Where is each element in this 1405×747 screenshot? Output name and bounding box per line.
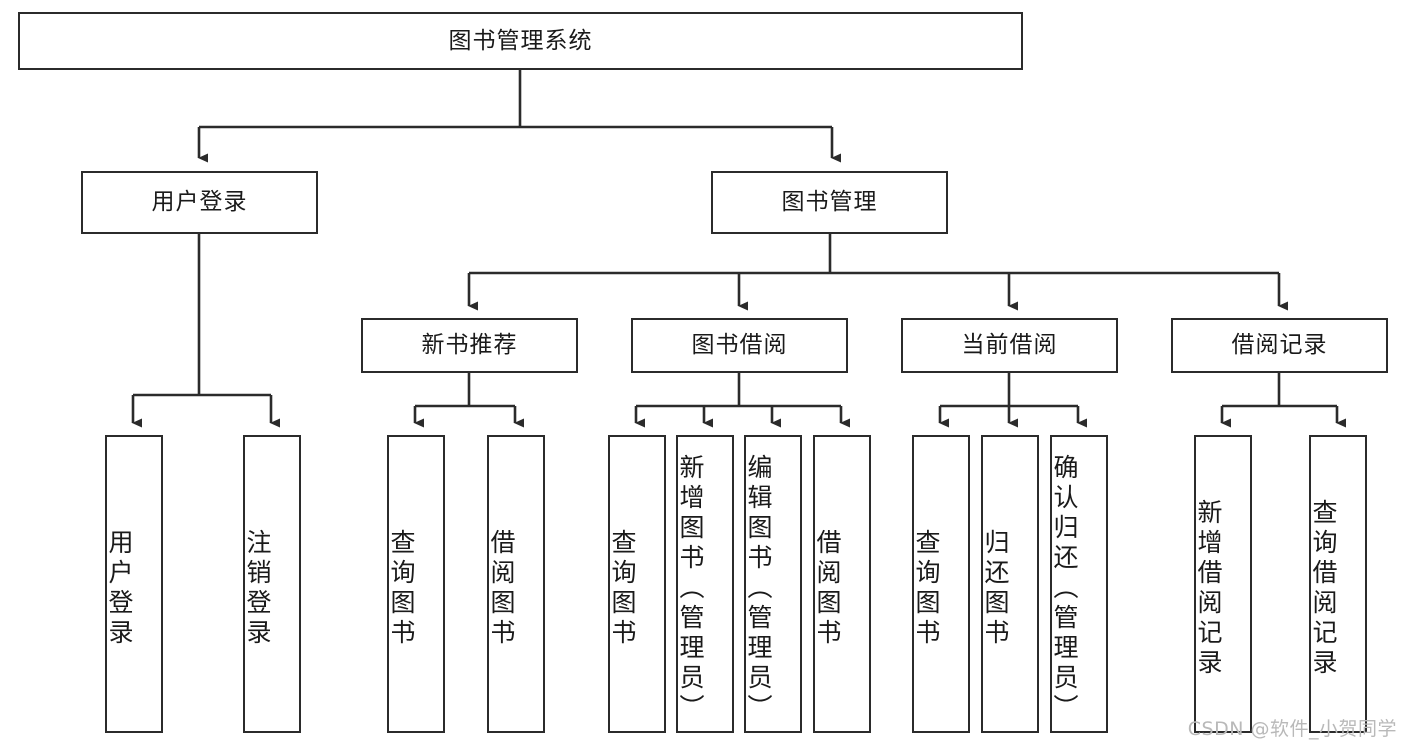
node-borrow-record[interactable]: 借阅记录 <box>1171 318 1388 373</box>
leaf-label: 查询图书 <box>608 529 637 649</box>
leaf-label: 用户登录 <box>105 529 134 649</box>
leaf-new-book-query-book[interactable]: 查询图书 <box>387 435 445 733</box>
node-label: 图书管理 <box>781 189 878 216</box>
node-label: 图书借阅 <box>691 332 788 359</box>
leaf-label: 注销登录 <box>243 529 272 649</box>
leaf-borrow-record-add-record[interactable]: 新增借阅记录 <box>1194 435 1252 733</box>
leaf-book-borrow-borrow-book[interactable]: 借阅图书 <box>813 435 871 733</box>
leaf-label: 借阅图书 <box>813 529 842 649</box>
leaf-label: 新增图书（管理员） <box>676 454 705 724</box>
leaf-user-login-login[interactable]: 用户登录 <box>105 435 163 733</box>
node-label: 用户登录 <box>151 189 248 216</box>
node-book-borrow[interactable]: 图书借阅 <box>631 318 848 373</box>
node-label: 图书管理系统 <box>448 27 593 54</box>
leaf-current-borrow-query-book[interactable]: 查询图书 <box>912 435 970 733</box>
leaf-user-login-logout[interactable]: 注销登录 <box>243 435 301 733</box>
leaf-borrow-record-query-record[interactable]: 查询借阅记录 <box>1309 435 1367 733</box>
node-user-login[interactable]: 用户登录 <box>81 171 318 234</box>
leaf-book-borrow-add-book-admin[interactable]: 新增图书（管理员） <box>676 435 734 733</box>
leaf-book-borrow-query-book[interactable]: 查询图书 <box>608 435 666 733</box>
leaf-label: 查询图书 <box>387 529 416 649</box>
node-current-borrow[interactable]: 当前借阅 <box>901 318 1118 373</box>
leaf-book-borrow-edit-book-admin[interactable]: 编辑图书（管理员） <box>744 435 802 733</box>
leaf-current-borrow-return-book[interactable]: 归还图书 <box>981 435 1039 733</box>
leaf-current-borrow-confirm-return-admin[interactable]: 确认归还（管理员） <box>1050 435 1108 733</box>
leaf-label: 新增借阅记录 <box>1194 499 1223 679</box>
leaf-label: 查询借阅记录 <box>1309 499 1338 679</box>
node-book-management[interactable]: 图书管理 <box>711 171 948 234</box>
node-label: 新书推荐 <box>421 332 518 359</box>
leaf-label: 借阅图书 <box>487 529 516 649</box>
node-root-system[interactable]: 图书管理系统 <box>18 12 1023 70</box>
watermark: CSDN @软件_小贺同学 <box>1187 718 1397 740</box>
leaf-label: 编辑图书（管理员） <box>744 454 773 724</box>
node-new-book-recommend[interactable]: 新书推荐 <box>361 318 578 373</box>
leaf-label: 确认归还（管理员） <box>1050 454 1079 724</box>
leaf-label: 归还图书 <box>981 529 1010 649</box>
leaf-new-book-borrow-book[interactable]: 借阅图书 <box>487 435 545 733</box>
leaf-label: 查询图书 <box>912 529 941 649</box>
node-label: 当前借阅 <box>961 332 1058 359</box>
node-label: 借阅记录 <box>1231 332 1328 359</box>
